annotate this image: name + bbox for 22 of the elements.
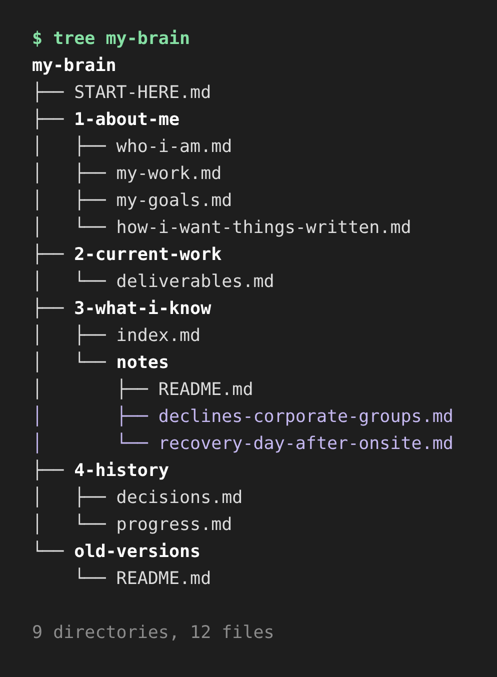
tree-line: │ ├── README.md <box>32 378 254 402</box>
tree-line: ├── 2-current-work <box>32 243 222 267</box>
tree-line: │ └── recovery-day-after-onsite.md <box>32 432 454 456</box>
tree-line: └── old-versions <box>32 540 201 564</box>
tree-line: ├── 1-about-me <box>32 108 180 132</box>
tree-line: ├── START-HERE.md <box>32 81 212 105</box>
tree-line: │ └── progress.md <box>32 513 232 537</box>
root-directory: my-brain <box>32 55 116 78</box>
summary-line: 9 directories, 12 files <box>32 622 274 645</box>
tree-line: │ └── notes <box>32 351 169 375</box>
tree-line: │ └── deliverables.md <box>32 270 274 294</box>
tree-line: │ ├── declines-corporate-groups.md <box>32 405 454 429</box>
command-prompt: $ tree my-brain <box>32 28 190 51</box>
tree-line: │ ├── index.md <box>32 324 201 348</box>
tree-line: │ ├── my-work.md <box>32 162 222 186</box>
tree-line: │ ├── who-i-am.md <box>32 135 232 159</box>
tree-line: ├── 3-what-i-know <box>32 297 212 321</box>
tree-line: │ ├── my-goals.md <box>32 189 232 213</box>
tree-line: └── README.md <box>73 567 212 591</box>
tree-line: ├── 4-history <box>32 459 169 483</box>
tree-line: │ ├── decisions.md <box>32 486 243 510</box>
tree-line: │ └── how-i-want-things-written.md <box>32 216 412 240</box>
